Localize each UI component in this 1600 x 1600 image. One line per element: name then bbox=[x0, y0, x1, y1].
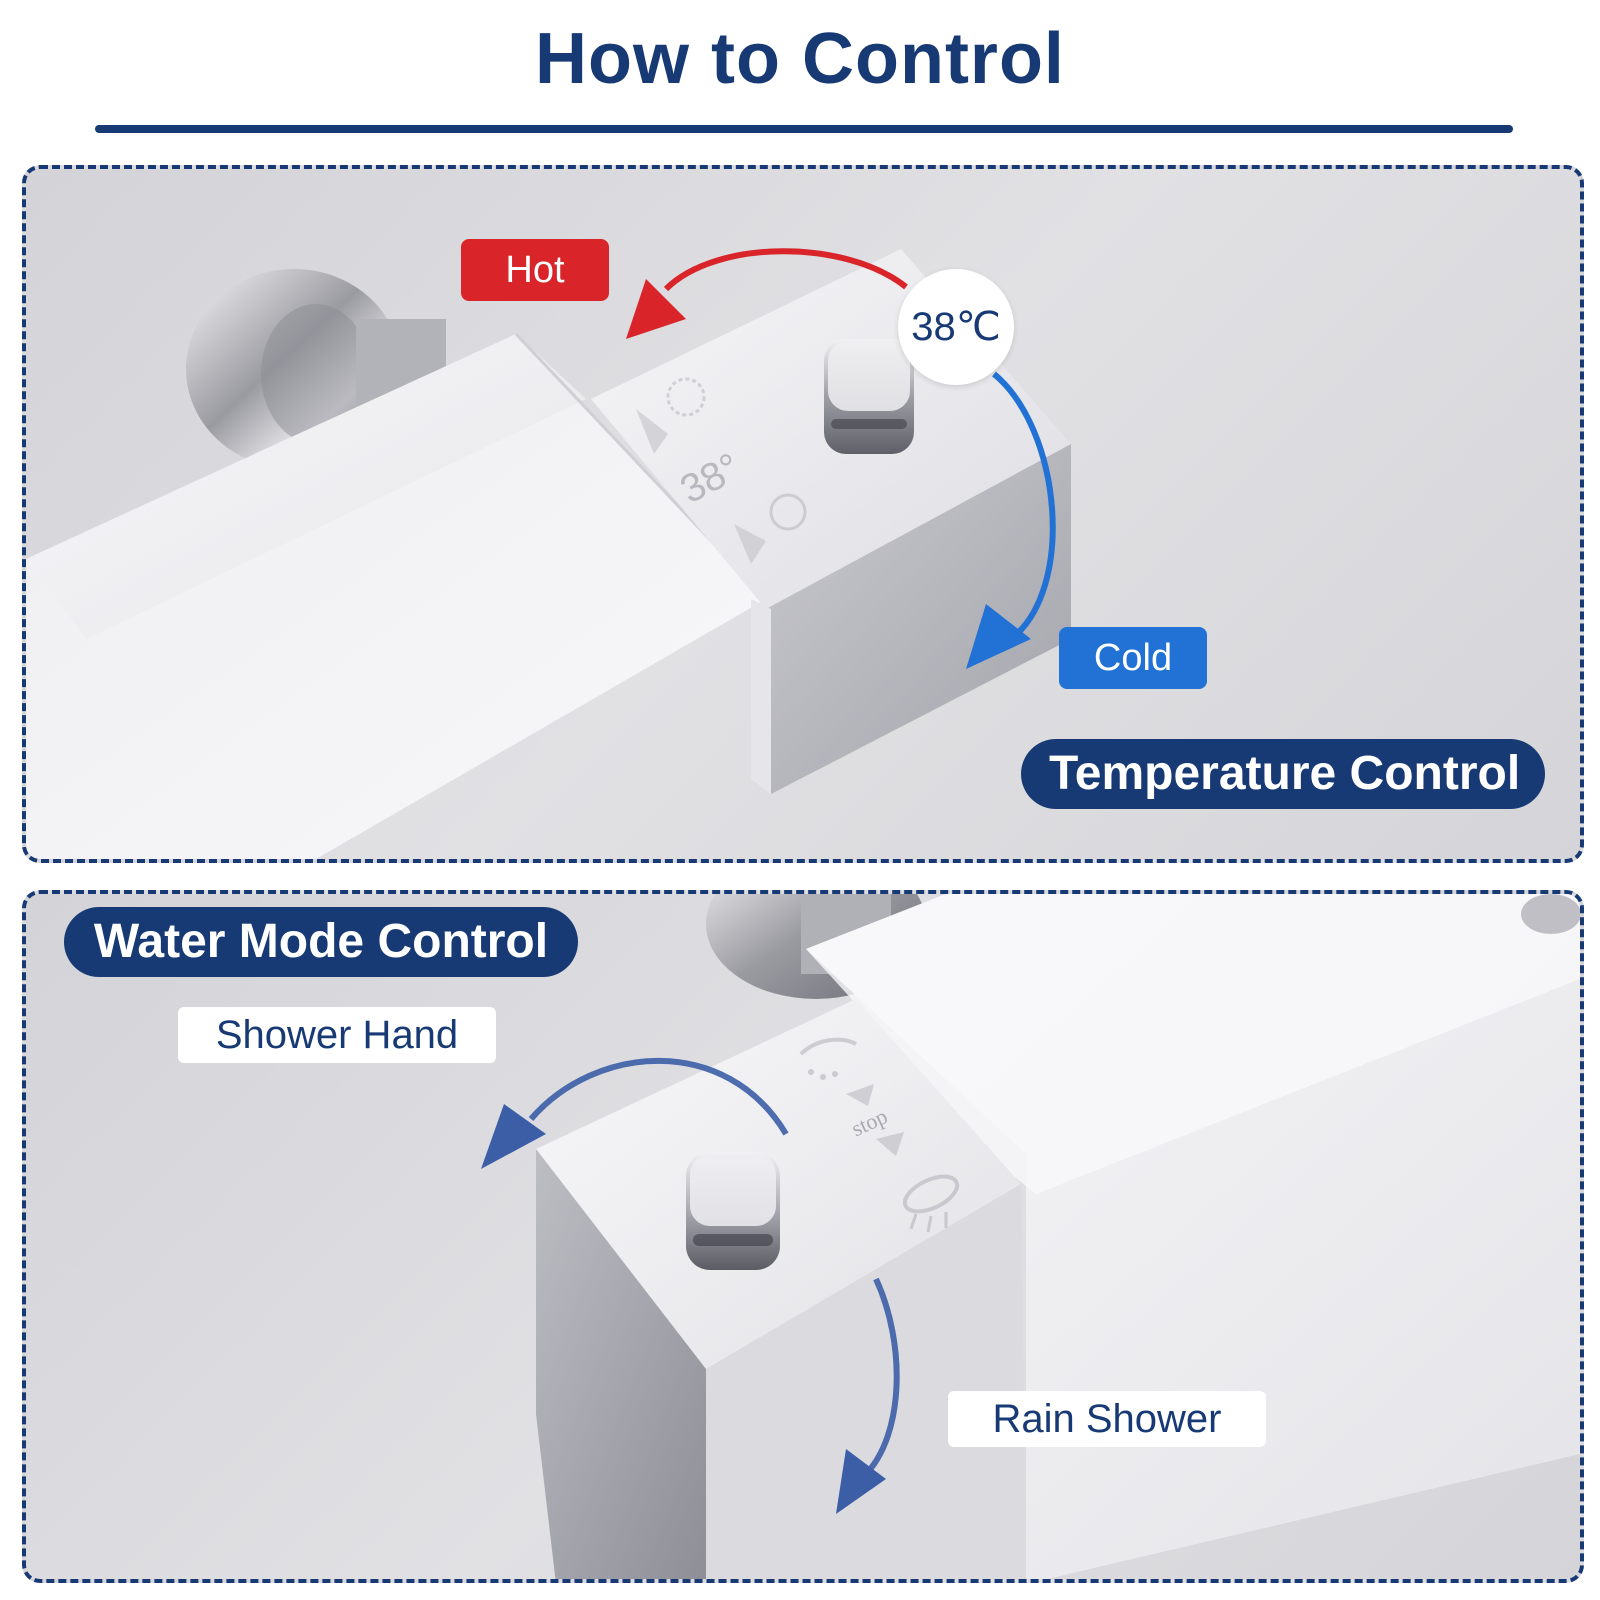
hot-label: Hot bbox=[461, 239, 609, 301]
cold-side-engraving bbox=[734, 493, 807, 564]
title-underline bbox=[95, 125, 1513, 133]
temperature-control-panel: 38° bbox=[22, 165, 1584, 863]
hand-shower-engraving bbox=[799, 1037, 874, 1106]
water-mode-control-panel: stop bbox=[22, 890, 1584, 1583]
hot-side-engraving bbox=[636, 377, 706, 454]
rain-shower-engraving bbox=[876, 1132, 960, 1233]
page-title: How to Control bbox=[535, 19, 1065, 99]
rain-shower-label: Rain Shower bbox=[948, 1391, 1266, 1447]
shower-hand-direction-arrow bbox=[481, 1057, 789, 1169]
cold-label: Cold bbox=[1059, 627, 1207, 689]
rain-shower-direction-arrow bbox=[836, 1277, 900, 1514]
cold-direction-arrow bbox=[966, 371, 1056, 669]
valve-body-bar bbox=[806, 894, 1580, 1579]
water-mode-valve-illustration: stop bbox=[481, 894, 1580, 1579]
water-mode-knob-cap: stop bbox=[536, 999, 1026, 1579]
water-mode-control-label: Water Mode Control bbox=[64, 907, 578, 977]
temperature-safety-button[interactable] bbox=[824, 339, 914, 454]
shower-hand-label: Shower Hand bbox=[178, 1007, 496, 1063]
hot-direction-arrow bbox=[626, 248, 908, 339]
water-mode-button[interactable] bbox=[686, 1152, 780, 1270]
temperature-control-label: Temperature Control bbox=[1021, 739, 1545, 809]
temperature-setpoint-badge: 38℃ bbox=[898, 269, 1014, 385]
